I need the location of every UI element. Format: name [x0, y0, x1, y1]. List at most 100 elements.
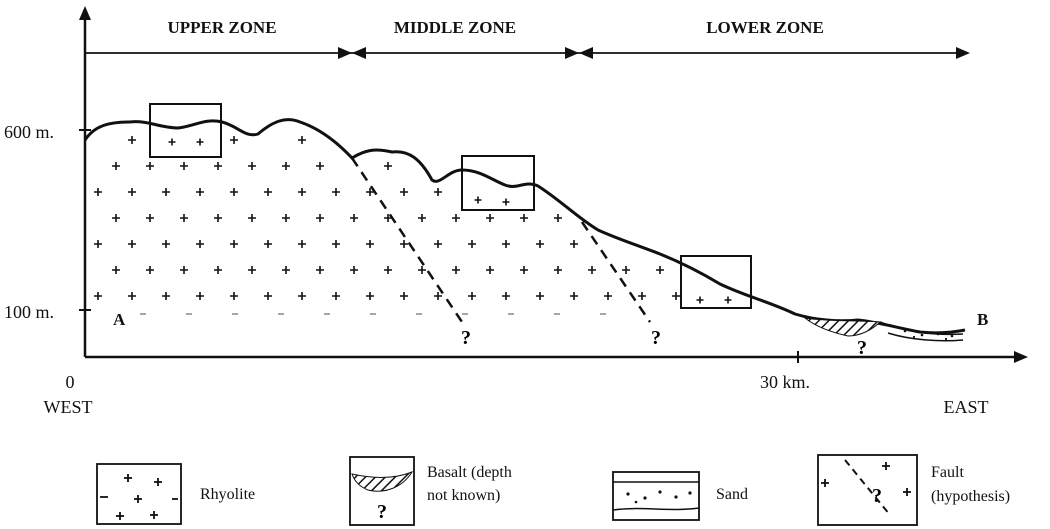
- rhyolite-cross: [162, 292, 170, 300]
- rhyolite-cross: [298, 136, 306, 144]
- rhyolite-cross: [502, 198, 510, 206]
- rhyolite-cross: [604, 292, 612, 300]
- rhyolite-pattern: [94, 136, 732, 315]
- rhyolite-cross: [536, 240, 544, 248]
- distance-30km-label: 30 km.: [760, 372, 810, 392]
- legend-fault-label-line1: Fault: [931, 464, 964, 481]
- rhyolite-cross: [502, 240, 510, 248]
- rhyolite-cross: [214, 162, 222, 170]
- legend-basalt-question-mark: ?: [377, 501, 387, 523]
- elevation-600-label: 600 m.: [4, 122, 54, 142]
- rhyolite-cross: [474, 196, 482, 204]
- rhyolite-cross: [418, 214, 426, 222]
- rhyolite-cross: [452, 214, 460, 222]
- rhyolite-cross: [486, 214, 494, 222]
- origin-label: 0: [66, 372, 75, 392]
- sand-layer-base: [887, 332, 964, 342]
- middle-zone-label: MIDDLE ZONE: [394, 18, 516, 37]
- rhyolite-cross: [418, 266, 426, 274]
- rhyolite-cross: [146, 266, 154, 274]
- rhyolite-cross: [434, 188, 442, 196]
- rhyolite-cross: [298, 240, 306, 248]
- rhyolite-cross: [316, 214, 324, 222]
- fault-line-1: [350, 157, 464, 323]
- legend-fault: ?: [817, 454, 918, 526]
- legend-basalt-label-line1: Basalt (depth: [427, 464, 512, 481]
- rhyolite-cross: [168, 138, 176, 146]
- rhyolite-cross: [672, 292, 680, 300]
- rhyolite-cross: [298, 188, 306, 196]
- legend-fault-question-mark: ?: [872, 485, 882, 507]
- rhyolite-cross: [366, 188, 374, 196]
- rhyolite-cross: [112, 162, 120, 170]
- rhyolite-cross: [316, 266, 324, 274]
- sand-dots: [903, 329, 954, 341]
- rhyolite-cross: [486, 266, 494, 274]
- rhyolite-cross: [180, 214, 188, 222]
- basalt-question-mark: ?: [857, 337, 867, 359]
- rhyolite-cross: [196, 292, 204, 300]
- upper-zone-label: UPPER ZONE: [167, 18, 276, 37]
- rhyolite-cross: [128, 136, 136, 144]
- legend-rhyolite-label: Rhyolite: [200, 486, 255, 503]
- rhyolite-cross: [146, 162, 154, 170]
- rhyolite-cross: [196, 240, 204, 248]
- rhyolite-cross: [332, 292, 340, 300]
- rhyolite-cross: [282, 266, 290, 274]
- rhyolite-cross: [400, 240, 408, 248]
- west-label: WEST: [44, 397, 93, 417]
- rhyolite-cross: [452, 266, 460, 274]
- rhyolite-cross: [520, 266, 528, 274]
- rhyolite-cross: [162, 188, 170, 196]
- rhyolite-cross: [468, 292, 476, 300]
- rhyolite-cross: [128, 188, 136, 196]
- east-label: EAST: [944, 397, 989, 417]
- legend-sand-label: Sand: [716, 486, 748, 503]
- lower-zone-label: LOWER ZONE: [706, 18, 824, 37]
- rhyolite-cross: [146, 214, 154, 222]
- fault-line-2: [580, 221, 652, 323]
- sample-box-lower: [680, 255, 752, 309]
- rhyolite-cross: [554, 266, 562, 274]
- rhyolite-cross: [94, 292, 102, 300]
- sample-box-upper: [149, 103, 222, 158]
- elevation-100-label: 100 m.: [4, 302, 54, 322]
- point-b-label: B: [977, 310, 988, 329]
- rhyolite-cross: [384, 266, 392, 274]
- rhyolite-cross: [248, 214, 256, 222]
- rhyolite-cross: [282, 162, 290, 170]
- rhyolite-cross: [366, 240, 374, 248]
- rhyolite-cross: [332, 240, 340, 248]
- rhyolite-cross: [264, 292, 272, 300]
- rhyolite-cross: [196, 188, 204, 196]
- rhyolite-cross: [724, 296, 732, 304]
- rhyolite-cross: [248, 162, 256, 170]
- rhyolite-cross: [696, 296, 704, 304]
- rhyolite-cross: [554, 214, 562, 222]
- rhyolite-cross: [264, 188, 272, 196]
- rhyolite-cross: [282, 214, 290, 222]
- rhyolite-cross: [112, 266, 120, 274]
- rhyolite-cross: [248, 266, 256, 274]
- rhyolite-cross: [162, 240, 170, 248]
- rhyolite-cross: [264, 240, 272, 248]
- rhyolite-cross: [434, 292, 442, 300]
- rhyolite-cross: [638, 292, 646, 300]
- zone-arrows: [85, 47, 970, 59]
- rhyolite-cross: [588, 266, 596, 274]
- rhyolite-cross: [570, 240, 578, 248]
- point-a-label: A: [113, 310, 126, 329]
- rhyolite-cross: [180, 162, 188, 170]
- terrain-profile-line: [83, 118, 966, 335]
- rhyolite-cross: [350, 266, 358, 274]
- rhyolite-cross: [94, 188, 102, 196]
- rhyolite-cross: [366, 292, 374, 300]
- rhyolite-cross: [230, 292, 238, 300]
- legend-basalt-label-line2: not known): [427, 487, 500, 504]
- sand-layer-outline: [879, 321, 964, 336]
- basalt-wedge: [803, 317, 882, 337]
- legend-fault-label-line2: (hypothesis): [931, 488, 1010, 505]
- rhyolite-cross: [536, 292, 544, 300]
- rhyolite-cross: [214, 214, 222, 222]
